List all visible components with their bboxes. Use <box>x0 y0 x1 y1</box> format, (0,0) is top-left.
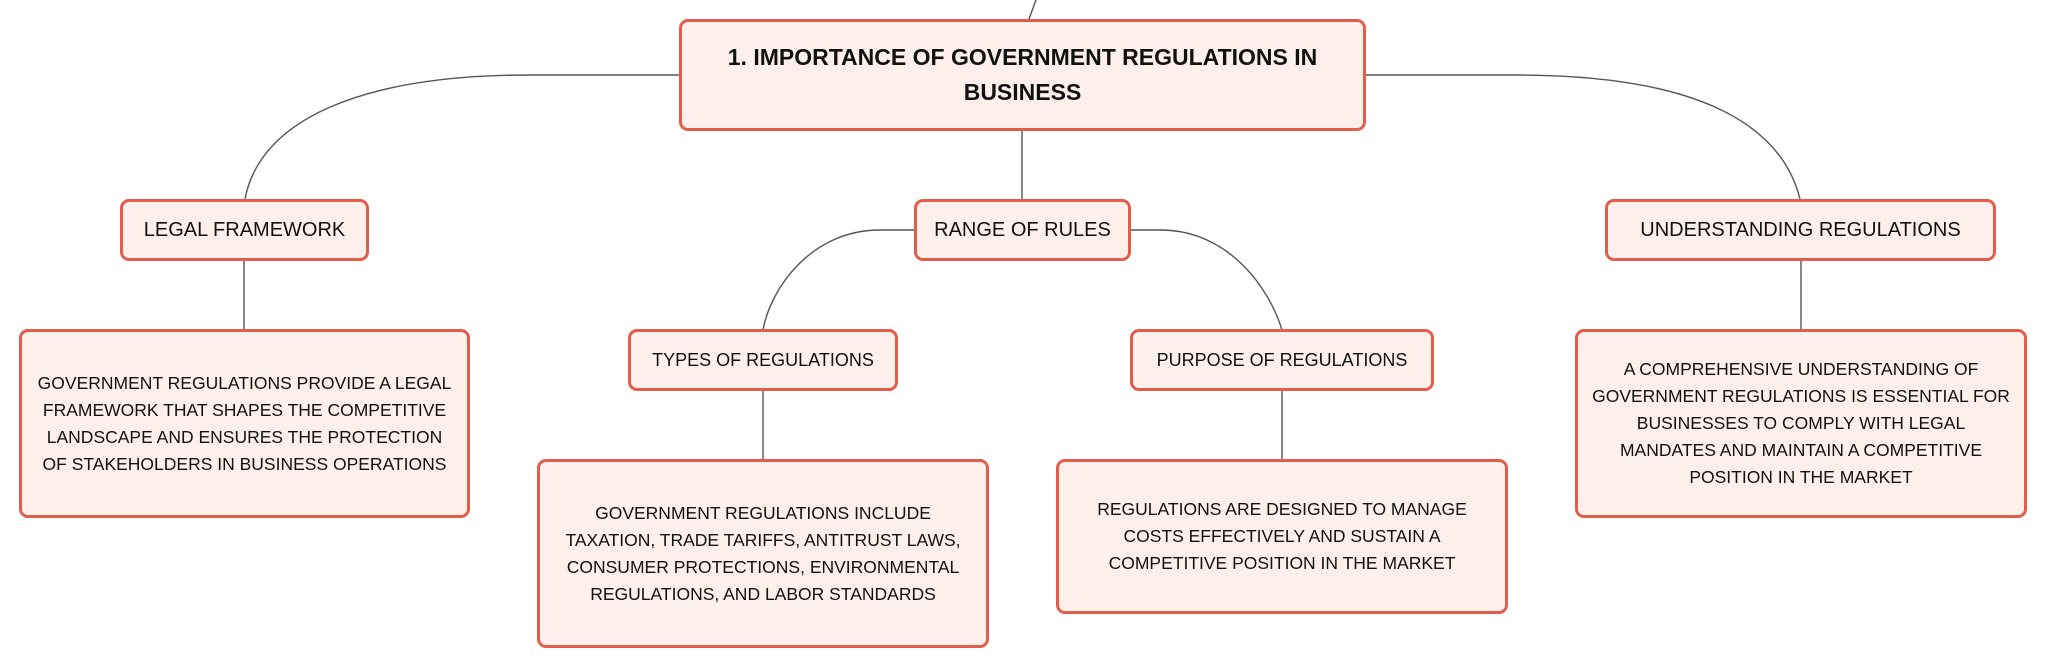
purpose-of-regulations-label: PURPOSE OF REGULATIONS <box>1156 349 1408 370</box>
connector-parent-to-root <box>1028 0 1037 20</box>
connector-root-to-understanding <box>1366 74 1801 200</box>
purpose-of-regulations-node[interactable]: PURPOSE OF REGULATIONS <box>1130 329 1434 391</box>
types-of-regulations-label: TYPES OF REGULATIONS <box>652 349 874 370</box>
legal-framework-node[interactable]: LEGAL FRAMEWORK <box>120 199 369 261</box>
root-topic-node[interactable]: 1. IMPORTANCE OF GOVERNMENT REGULATIONS … <box>679 19 1366 131</box>
understanding-regulations-node[interactable]: UNDERSTANDING REGULATIONS <box>1605 199 1996 261</box>
range-of-rules-node[interactable]: RANGE OF RULES <box>914 199 1131 261</box>
types-of-regulations-node[interactable]: TYPES OF REGULATIONS <box>628 329 898 391</box>
legal-framework-detail-text: GOVERNMENT REGULATIONS PROVIDE A LEGAL F… <box>37 372 452 474</box>
legal-framework-detail-node[interactable]: GOVERNMENT REGULATIONS PROVIDE A LEGAL F… <box>19 329 470 518</box>
types-of-regulations-detail-node[interactable]: GOVERNMENT REGULATIONS INCLUDE TAXATION,… <box>537 459 989 648</box>
purpose-of-regulations-detail-node[interactable]: REGULATIONS ARE DESIGNED TO MANAGE COSTS… <box>1056 459 1508 614</box>
legal-framework-label: LEGAL FRAMEWORK <box>143 218 346 241</box>
root-topic-label: 1. IMPORTANCE OF GOVERNMENT REGULATIONS … <box>727 44 1318 105</box>
understanding-regulations-detail-text: A COMPREHENSIVE UNDERSTANDING OF GOVERNM… <box>1592 359 2010 487</box>
connector-range-to-types <box>762 229 914 331</box>
connector-range-to-purpose <box>1131 229 1283 331</box>
connector-root-to-legal-framework <box>244 74 679 200</box>
purpose-of-regulations-detail-text: REGULATIONS ARE DESIGNED TO MANAGE COSTS… <box>1097 499 1467 573</box>
understanding-regulations-label: UNDERSTANDING REGULATIONS <box>1640 218 1961 241</box>
types-of-regulations-detail-text: GOVERNMENT REGULATIONS INCLUDE TAXATION,… <box>565 502 961 604</box>
range-of-rules-label: RANGE OF RULES <box>934 218 1111 241</box>
understanding-regulations-detail-node[interactable]: A COMPREHENSIVE UNDERSTANDING OF GOVERNM… <box>1575 329 2027 518</box>
